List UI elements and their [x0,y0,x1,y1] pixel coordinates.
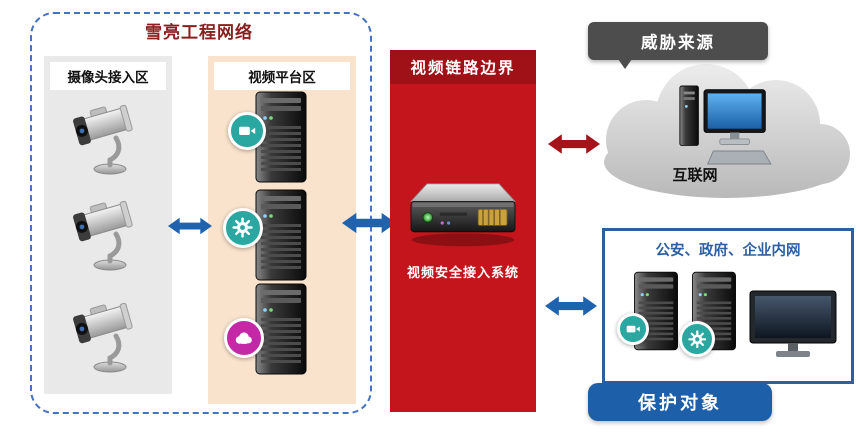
sharp-eyes-network-box [30,12,372,414]
gear-icon [223,208,263,248]
cctv-camera-icon [70,190,146,272]
double-arrow-icon [545,292,597,320]
security-gateway-icon [403,168,523,254]
internet-label: 互联网 [672,166,718,184]
protected-object-label: 保护对象 [638,393,722,414]
camera-zone-label: 摄像头接入区 [50,62,166,90]
gear-icon [679,321,715,357]
system-label: 视频安全接入系统 [406,266,519,281]
cloud-glyph [233,327,254,348]
double-arrow-icon [168,214,212,238]
double-arrow-icon [548,130,600,158]
video-camera-icon [228,112,266,150]
protected-object-badge: 保护对象 [588,383,772,421]
monitor-icon [747,289,839,363]
boundary-title: 视频链路边界 [390,50,536,84]
video-camera-icon [617,313,649,345]
cloud-icon [224,318,264,358]
cctv-camera-icon [70,94,146,176]
internet-cloud: 互联网 [594,58,858,203]
video-camera-glyph [237,121,257,141]
desktop-computer-icon [678,80,782,170]
intranet-box: 公安、政府、企业内网 [602,228,854,384]
threat-source-bubble: 威胁来源 [588,22,768,69]
video-link-boundary-box: 视频链路边界 视频安全接入系统 [390,50,536,412]
threat-source-label: 威胁来源 [641,33,715,52]
platform-zone-label: 视频平台区 [214,62,350,90]
video-camera-glyph [625,321,641,337]
gear-glyph [232,217,253,238]
intranet-title: 公安、政府、企业内网 [655,243,801,259]
network-title: 雪亮工程网络 [145,23,253,43]
video-platform-zone: 视频平台区 [208,56,356,404]
double-arrow-icon [342,208,396,238]
camera-access-zone: 摄像头接入区 [44,56,172,394]
cctv-camera-icon [70,292,146,374]
gear-glyph [688,330,707,349]
